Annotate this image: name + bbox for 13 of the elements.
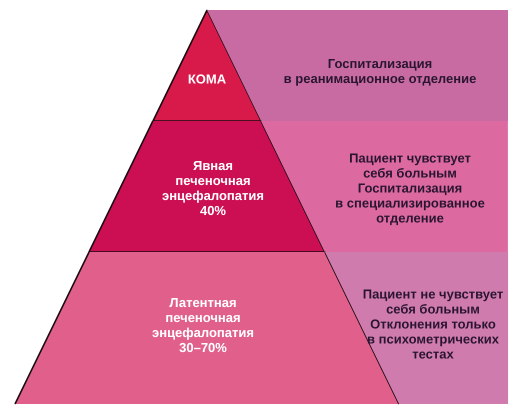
pyramid-level <box>89 121 325 252</box>
description-band <box>324 252 508 404</box>
description-text: Госпитализация в специализированное отделение <box>335 180 485 226</box>
pyramid-level <box>152 10 262 121</box>
level-label: Латентная печеночная энцефалопатия <box>152 295 254 340</box>
description-text: Пациент чувствует себя больным <box>348 150 472 180</box>
level-label: 40% <box>198 203 227 218</box>
level-label: Явная печеночная энцефалопатия <box>162 158 264 203</box>
description-text: Отклонения только в психометрических тестах <box>366 316 500 362</box>
level-label: 30–70% <box>178 340 228 355</box>
level-label: КОМА <box>188 72 226 86</box>
description-text: Госпитализация в реанимационное отделение <box>284 56 476 86</box>
description-band <box>261 121 508 252</box>
